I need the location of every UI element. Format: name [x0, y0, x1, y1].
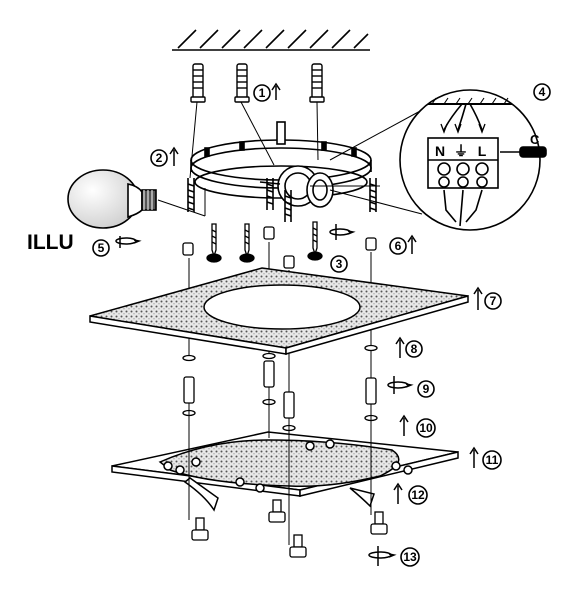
up-arrow-icon: [407, 234, 417, 254]
step-badge-9: 9: [417, 380, 435, 398]
wall-plug: [234, 63, 250, 103]
screws: [206, 221, 323, 263]
leader-lines: [157, 109, 423, 217]
rotate-icon: [329, 224, 356, 240]
svg-text:1: 1: [259, 86, 266, 100]
bulb-label: ILLU: [27, 231, 74, 254]
up-arrow-icon: [393, 482, 403, 504]
cap-screw: [268, 499, 286, 523]
svg-text:4: 4: [539, 85, 546, 99]
spacer-nut: [182, 242, 194, 256]
svg-text:3: 3: [336, 257, 343, 271]
spacer-nut: [283, 255, 295, 269]
terminal-l: L: [478, 143, 487, 159]
svg-text:13: 13: [403, 550, 417, 564]
up-arrow-icon: [399, 414, 409, 436]
spacer-nut: [365, 237, 377, 251]
wall-plugs: [190, 63, 325, 103]
cap-screw: [370, 511, 388, 535]
spacer-tubes: [182, 344, 378, 432]
svg-text:8: 8: [411, 342, 418, 356]
up-arrow-icon: [469, 446, 479, 468]
screw: [239, 223, 255, 263]
ceiling: [172, 29, 370, 51]
rotate-icon: [115, 236, 142, 248]
step-badge-5: 5: [92, 239, 110, 257]
step-badge-11: 11: [482, 450, 502, 470]
step-badge-12: 12: [408, 485, 428, 505]
svg-text:11: 11: [486, 453, 499, 467]
threaded-stud-center-right: [284, 190, 292, 222]
step-badge-13: 13: [400, 547, 420, 567]
cap-screw: [191, 517, 209, 541]
wall-plug: [190, 63, 206, 103]
rotate-icon: [368, 546, 397, 566]
direction-indicators: [115, 82, 483, 566]
terminal-n: N: [435, 143, 445, 159]
svg-text:12: 12: [411, 488, 425, 502]
cap-screw: [289, 534, 307, 558]
svg-text:9: 9: [423, 382, 430, 396]
up-arrow-icon: [271, 82, 281, 100]
svg-text:2: 2: [156, 151, 163, 165]
step-badge-7: 7: [484, 292, 502, 310]
spacer-tube: [283, 391, 295, 419]
screw: [206, 223, 222, 263]
bulb: [67, 169, 157, 229]
screw: [307, 221, 323, 261]
step-badge-6: 6: [389, 237, 407, 255]
wall-plug: [309, 63, 325, 103]
svg-text:7: 7: [490, 294, 497, 308]
mounting-ring: [187, 121, 377, 222]
rotate-icon: [387, 376, 414, 394]
spacer-tube: [183, 376, 195, 404]
up-arrow-icon: [473, 286, 483, 310]
threaded-stud-left: [187, 178, 195, 212]
svg-text:10: 10: [419, 421, 433, 435]
spacer-nut: [263, 226, 275, 240]
up-arrow-icon: [395, 336, 405, 358]
step-badge-8: 8: [405, 340, 423, 358]
step-badges: 1 2 3 4 5 6 7 8 9 10 11 12 13: [92, 83, 551, 567]
terminal-labels: N ⏚ L C: [435, 132, 540, 159]
svg-text:6: 6: [395, 239, 402, 253]
step-badge-10: 10: [416, 418, 436, 438]
threaded-stud-right: [369, 178, 377, 212]
spacer-nuts: [182, 226, 377, 269]
step-badge-1: 1: [253, 84, 271, 102]
svg-text:5: 5: [98, 241, 105, 255]
threaded-stud-center: [266, 178, 274, 210]
wiring-inset: [399, 89, 547, 231]
spacer-tube: [263, 360, 275, 388]
step-badge-4: 4: [533, 83, 551, 101]
lower-axes: [188, 387, 372, 545]
lower-glass-plate: [111, 431, 459, 512]
step-badge-3: 3: [330, 255, 348, 273]
wire-strip-mark: C: [530, 132, 540, 147]
cap-screws: [191, 499, 388, 558]
spacer-tube: [365, 377, 377, 405]
upper-glass-plate: [89, 267, 469, 355]
up-arrow-icon: [169, 146, 179, 166]
step-badge-2: 2: [150, 149, 168, 167]
terminal-earth: ⏚: [454, 143, 468, 159]
